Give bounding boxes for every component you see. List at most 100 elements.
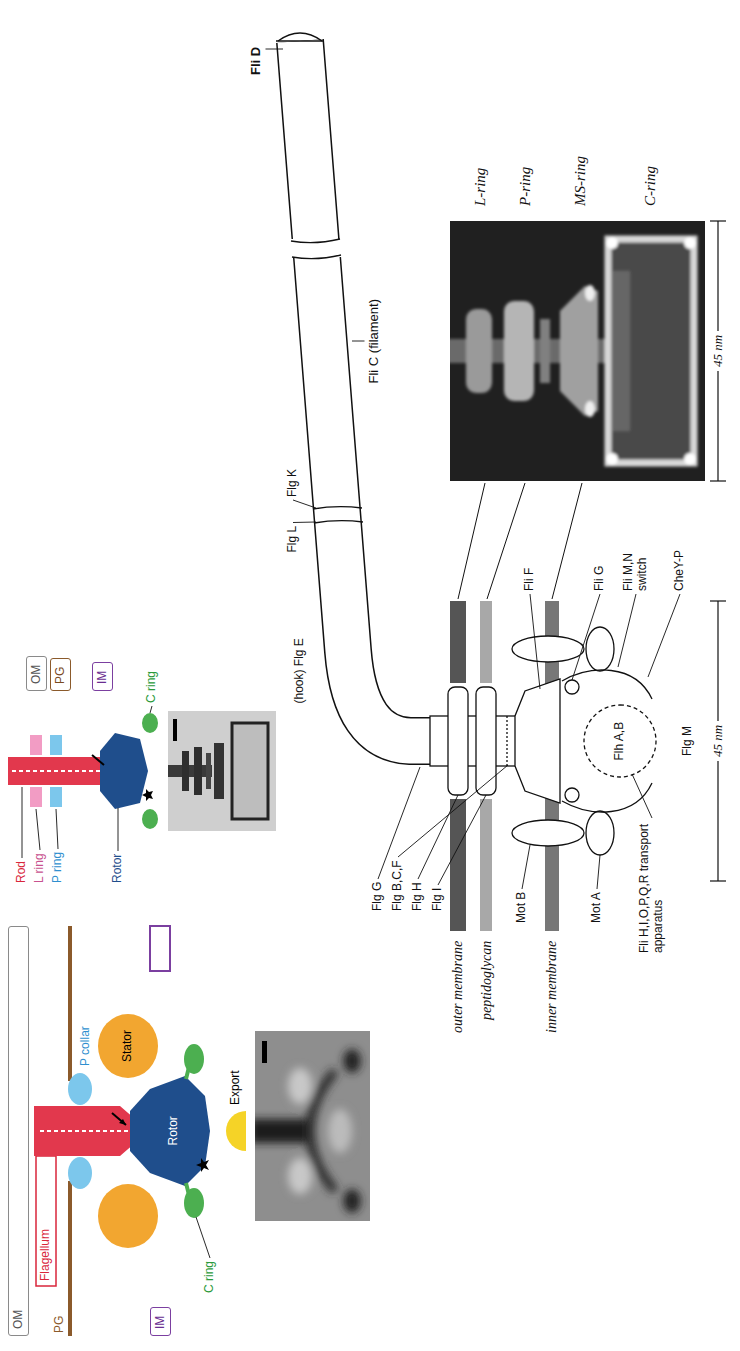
motor-drawing-part: [586, 627, 614, 671]
em-image-b-part-part: [232, 723, 268, 819]
part-label: CheY-P: [673, 550, 687, 591]
leader-line: [438, 795, 486, 885]
flagellum-drawing-part: [292, 255, 341, 259]
flagellum-drawing-part: [300, 41, 447, 741]
tomogram-image-a-part-part: [343, 1189, 361, 1213]
scale-bar-part: [710, 480, 726, 481]
tomogram-image-a: [250, 1031, 370, 1221]
ring-label: L-ring: [472, 168, 489, 206]
box-text: OM: [11, 933, 25, 1329]
motor-drawing-part: [450, 799, 466, 931]
leader-line: [118, 808, 119, 851]
leader-line: [618, 594, 636, 667]
motor-schematic-a-part: [184, 1044, 204, 1074]
part-label: Flagellum: [39, 1229, 53, 1281]
part-label: Export: [229, 1070, 243, 1105]
tomogram-image-a-part: [255, 1049, 361, 1213]
flagellum-drawing-part: [291, 239, 340, 243]
em-image-part-part: [540, 319, 550, 383]
membrane-box: IM: [92, 662, 113, 691]
motor-schematic-a-part: [68, 926, 72, 1081]
em-image-b-part: [173, 719, 177, 741]
motor-drawing-part: [565, 788, 579, 802]
motor-schematic-a-part: [150, 926, 170, 971]
part-label: Flh A,B: [613, 722, 627, 761]
em-image-part: [450, 221, 705, 481]
motor-drawing-part: [545, 791, 559, 931]
motor-drawing-part: [476, 687, 496, 795]
leader-line: [398, 765, 508, 857]
leader-line: [36, 809, 40, 850]
motor-drawing-part: [515, 679, 560, 803]
tomogram-image-a-part-part: [343, 1049, 361, 1073]
em-image-part-part: [606, 453, 618, 465]
scale-label: 45 nm: [711, 721, 726, 761]
part-label: Flg I: [431, 888, 445, 911]
part-label: outer membrane: [450, 941, 466, 1033]
motor-drawing-part: [480, 799, 492, 931]
motor-drawing-part: [565, 680, 579, 694]
motor-schematic-b-part: [142, 809, 158, 829]
motor-schematic-a-part: [68, 1181, 72, 1336]
box-text: IM: [153, 1314, 167, 1329]
motor-schematic-b-part: [100, 733, 148, 809]
motor-schematic-b-part: [92, 755, 104, 765]
membrane-box: OM: [8, 926, 29, 1336]
em-image-b: [168, 711, 276, 831]
leader-line: [22, 787, 23, 858]
em-image-part-part: [585, 401, 595, 417]
part-label: Stator: [121, 1030, 135, 1062]
leader-line: [56, 809, 58, 849]
scale-label: 45 nm: [711, 331, 726, 371]
motor-schematic-b-part: [50, 735, 62, 755]
em-image-b-part-part: [194, 747, 202, 795]
membrane-box: OM: [26, 656, 47, 691]
part-label: PG: [53, 1316, 67, 1333]
motor-schematic-b-part: [142, 713, 158, 733]
em-image-b-part-part: [214, 743, 224, 799]
em-image-part-part: [608, 239, 694, 463]
membrane-box: IM: [150, 1307, 171, 1336]
scale-bar: [710, 221, 726, 881]
motor-drawing-part: [562, 670, 652, 699]
motor-drawing-part: [448, 687, 468, 795]
leader-line: [266, 49, 284, 50]
em-image-part-part: [606, 237, 618, 249]
part-label: P collar: [79, 1026, 93, 1066]
em-image-part-part: [560, 286, 598, 416]
ring-label: P-ring: [517, 167, 534, 206]
leader-line: [572, 594, 600, 680]
motor-schematic-a-part: [98, 1184, 158, 1248]
part-label: Flg G: [371, 882, 385, 911]
em-image-part-part: [504, 301, 534, 401]
box-text: IM: [95, 669, 109, 684]
ring-label: MS-ring: [572, 156, 589, 206]
scale-bar-part: [710, 600, 726, 601]
leader-line: [293, 500, 316, 508]
em-image: [445, 221, 705, 481]
flagellum-drawing-part: [300, 41, 447, 741]
box-text: OM: [29, 663, 43, 684]
part-label: Rotor: [167, 1116, 181, 1145]
em-image-b-part: [168, 711, 276, 831]
part-label: Fli G: [593, 566, 607, 591]
part-label: Mot A: [590, 892, 604, 923]
part-label: inner membrane: [544, 941, 560, 1033]
motor-schematic-a: [34, 926, 246, 1336]
motor-schematic-a-part: [98, 1014, 158, 1078]
part-label: Fli F: [523, 568, 537, 591]
ring-label: C-ring: [642, 166, 659, 206]
tomogram-image-a-part: [262, 1041, 267, 1063]
part-label: Rotor: [111, 854, 125, 883]
membrane-box: PG: [50, 658, 71, 691]
leader-line: [648, 594, 680, 677]
leader-line: [530, 594, 540, 689]
motor-drawing-part: [512, 820, 584, 846]
flagellum-drawing-part: [314, 521, 363, 523]
leader-line: [632, 774, 652, 818]
correspondence-lines: [458, 483, 582, 599]
motor-schematic-b-part: [8, 757, 113, 785]
em-image-part-part: [585, 285, 595, 301]
